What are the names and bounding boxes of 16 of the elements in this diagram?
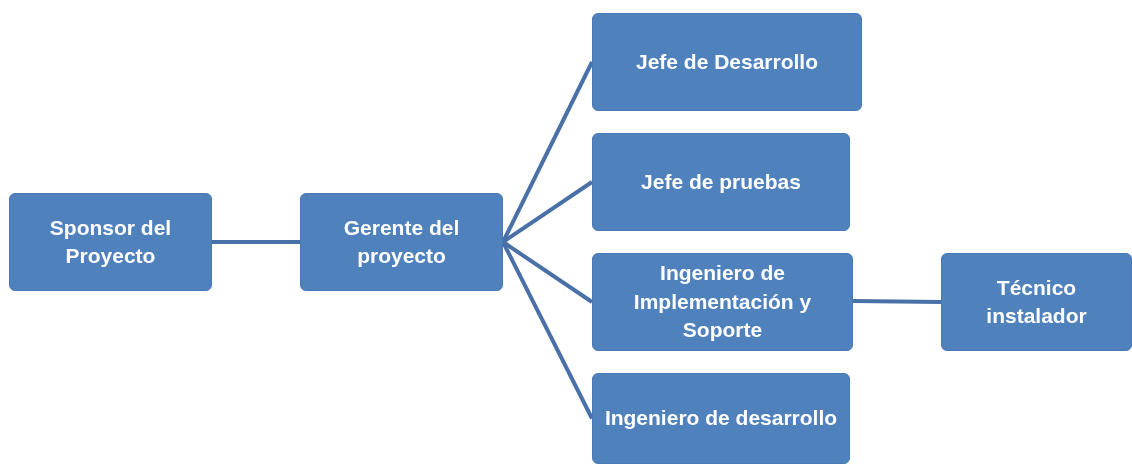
role-label: Gerente del proyecto xyxy=(342,214,461,269)
role-box xyxy=(592,133,850,231)
role-box xyxy=(592,253,853,351)
connector-line xyxy=(852,299,942,304)
role-label: Jefe de pruebas xyxy=(640,168,802,195)
role-box xyxy=(941,253,1132,351)
role-box xyxy=(300,193,503,291)
role-label: Técnico instalador xyxy=(985,274,1088,329)
role-label: Jefe de Desarrollo xyxy=(634,48,820,75)
role-box xyxy=(592,13,862,111)
role-label: Ingeniero de Implementación y Soporte xyxy=(632,260,813,344)
connector-line xyxy=(212,240,300,244)
role-label: Ingeniero de desarrollo xyxy=(603,405,839,432)
role-box xyxy=(592,373,850,464)
role-box xyxy=(9,193,212,291)
role-label: Sponsor del Proyecto xyxy=(48,214,173,269)
